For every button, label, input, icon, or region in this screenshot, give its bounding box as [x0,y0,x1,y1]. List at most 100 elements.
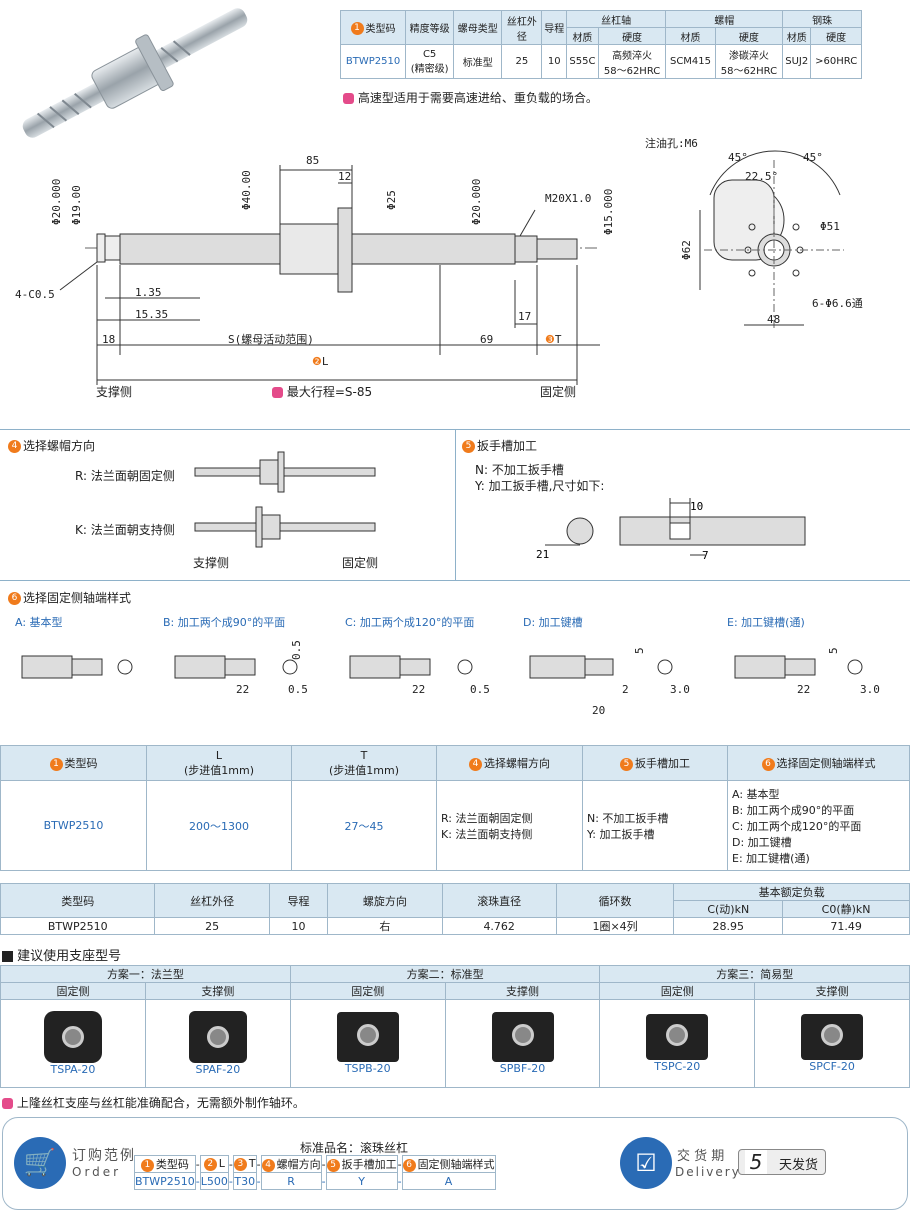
sec6-e: E: 加工键槽(通) [727,616,805,629]
dim-17: 17 [518,310,531,323]
support-cell: SPCF-20 [754,999,910,1088]
sec6-c: C: 加工两个成120°的平面 [345,616,475,629]
sec6-b-05a: 0.5 [290,640,303,660]
cart-icon: 🛒 [14,1137,66,1189]
load-table: 类型码 丝杠外径 导程 螺旋方向 滚珠直径 循环数 基本额定负载 C(动)kN … [0,883,910,935]
val: BTWP2510 [134,1172,196,1190]
sec6-d-20: 20 [592,704,605,717]
support-title: 建议使用支座型号 [2,945,121,964]
bearing-block-icon [188,1011,247,1063]
th: 丝杠外径 [154,883,270,918]
cell: 右 [327,917,443,935]
model-label: SPBF-20 [499,1062,546,1075]
sec6-b-05b: 0.5 [288,683,308,696]
val: L500 [199,1172,229,1190]
delivery-days-label: 天发货 [779,1158,819,1173]
support-cell: TSPC-20 [599,999,756,1088]
dim-d40: Φ40.00 [240,170,253,210]
std-name: 标准品名：滚珠丝杠 [300,1141,409,1155]
sec5-d7: 7 [702,549,709,562]
angle-45a: 45° [728,151,748,164]
th-nut-type: 螺母类型 [453,10,503,45]
dim-1-35: 1.35 [135,286,162,299]
th-sub: 材质 [782,27,812,45]
dim-18: 18 [102,333,115,346]
th: 螺旋方向 [327,883,443,918]
plan-1: 方案一：法兰型 [0,965,291,983]
val: Y [325,1172,398,1190]
support-cell: TSPB-20 [289,999,446,1088]
dim-t: ❸T [545,333,562,346]
cell: A: 基本型 B: 加工两个成90°的平面 C: 加工两个成120°的平面 D:… [727,780,910,871]
th-t: T (步进值1mm) [291,745,437,781]
cell: 4.762 [441,917,557,935]
val: R [260,1172,322,1190]
th-sub: 硬度 [597,27,667,45]
cell: 10 [541,44,568,79]
cell: 28.95 [673,917,784,935]
cell: 25 [154,917,270,935]
dim-d51: Φ51 [820,220,840,233]
cell: SUJ2 [782,44,812,79]
dim-48: 48 [767,313,780,326]
support-cell: SPBF-20 [444,999,601,1088]
sec4-fixed: 固定侧 [342,556,379,570]
angle-22: 22.5° [745,170,778,183]
th: 基本额定负载 [673,883,910,901]
dim-s: S(螺母活动范围) [228,332,314,346]
plan-3: 方案三：简易型 [599,965,910,983]
delivery-days: 5 [745,1150,767,1174]
dim-d19: Φ19.00 [70,185,83,225]
cell: 高频淬火 58～62HRC [597,44,667,79]
th: 导程 [268,883,329,918]
sec5-d10: 10 [690,500,703,513]
dim-chamfer: 4-C0.5 [15,288,55,301]
cell: 10 [268,917,329,935]
bearing-block-icon [336,1012,399,1062]
th: 滚珠直径 [441,883,557,918]
val: A [401,1172,496,1190]
cell: SCM415 [665,44,716,79]
th-l: L (步进值1mm) [146,745,292,781]
product-photo [10,8,260,138]
sec6-d-30: 3.0 [670,683,690,696]
sec6-d-5: 5 [633,647,646,654]
sec6-b: B: 加工两个成90°的平面 [163,616,286,629]
note-top: 高速型适用于需要高速进给、重负载的场合。 [343,89,598,106]
delivery-label: 交 货 期 [677,1149,725,1164]
th-sub: 硬度 [714,27,784,45]
th: 循环数 [555,883,675,918]
sec5-y: Y: 加工扳手槽,尺寸如下: [475,479,605,493]
support-cell: SPAF-20 [144,999,291,1088]
col: 支撑侧 [144,982,291,1000]
sec6-d-2: 2 [622,683,629,696]
th: C(动)kN [673,900,784,918]
th-sub: 硬度 [810,27,862,45]
delivery-badge: 5 天发货 [738,1149,826,1175]
cell: S55C [566,44,599,79]
sec5-drawing: 10 7 21 [536,498,806,562]
label-support-side: 支撑侧 [96,385,133,399]
sec4-k: K: 法兰面朝支持侧 [75,523,175,537]
label-fixed-side: 固定侧 [540,385,577,399]
delivery-icon: ☑ [620,1137,672,1189]
col: 支撑侧 [754,982,910,1000]
cell: 标准型 [453,44,503,79]
th-sub: 材质 [566,27,599,45]
order-label: 订购范例 [72,1148,136,1164]
dim-15-35: 15.35 [135,308,168,321]
cell: BTWP2510 [0,780,147,871]
dim-holes: 6-Φ6.6通 [812,297,863,310]
th-sub: 材质 [665,27,716,45]
dim-85: 85 [306,154,319,167]
cell: BTWP2510 [0,917,156,935]
max-stroke: 最大行程=S-85 [272,383,372,400]
th-od: 丝杠外径 [501,10,543,45]
bearing-block-icon [491,1012,554,1062]
